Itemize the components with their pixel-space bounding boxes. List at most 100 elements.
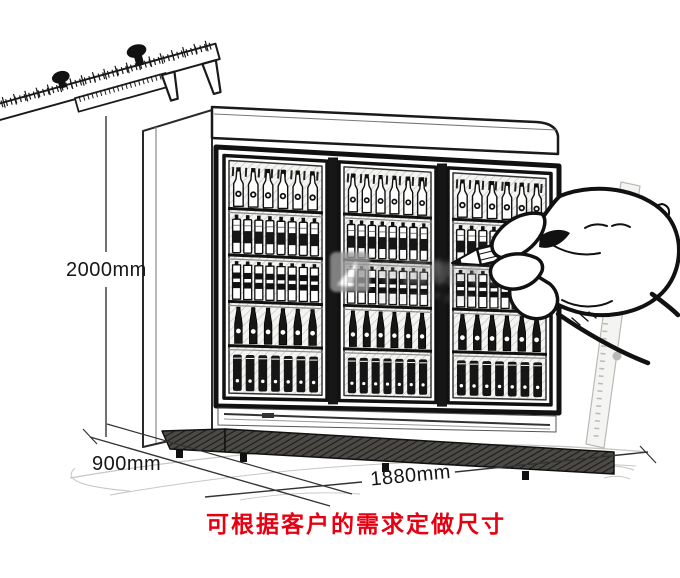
bottle-can — [283, 355, 293, 392]
shelf-line — [342, 347, 433, 353]
bottle-pet — [357, 220, 366, 259]
shelf-line — [227, 253, 324, 261]
bottle-glass — [471, 180, 483, 219]
shelf-edge — [227, 304, 324, 310]
bottle-zig — [409, 268, 418, 306]
bottle-can — [482, 361, 492, 397]
depth-dimension-label: 900mm — [92, 453, 161, 475]
bottle-glass — [486, 181, 498, 220]
bottle-can — [347, 357, 357, 394]
bottle-can — [520, 362, 530, 397]
bottle-zig — [478, 270, 488, 309]
hand — [488, 186, 680, 366]
bottle-cola — [278, 308, 288, 345]
shelf-line — [227, 206, 324, 215]
bottle-can — [395, 358, 404, 395]
bottle-zig — [298, 263, 308, 303]
kick-rail — [217, 407, 557, 433]
bottle-can — [258, 355, 268, 392]
bottle-can — [271, 355, 280, 392]
bottle-cola — [487, 315, 497, 351]
bottle-pet — [287, 217, 297, 256]
bottle-pet — [231, 214, 242, 254]
customization-note: 可根据客户的需求定做尺寸 — [206, 511, 506, 537]
bottle-cola — [473, 314, 482, 351]
bottle-pet — [398, 222, 408, 261]
bottle-glass — [389, 175, 400, 215]
bottle-cola — [348, 310, 357, 347]
caliper-illustration — [0, 39, 222, 124]
bottle-glass — [247, 168, 259, 208]
bottle-pet — [243, 215, 253, 254]
bottle-can — [383, 358, 392, 394]
shelf-line — [227, 299, 324, 307]
bottle-glass — [347, 173, 359, 213]
watermark-text-line2: www.*****.com — [375, 290, 474, 305]
bottle-cola — [502, 315, 512, 352]
shelf-edge — [342, 308, 433, 313]
bottle-zig — [377, 266, 387, 305]
bottle-glass — [361, 174, 372, 214]
pack-tops-row — [455, 179, 544, 194]
bottle-glass — [456, 179, 468, 218]
dimension-annotations — [82, 116, 657, 507]
bottle-cola — [376, 311, 385, 348]
shelf-edge — [451, 355, 548, 359]
bottle-can — [309, 356, 319, 393]
shelf-edge — [342, 217, 433, 223]
height-dimension-label: 2000mm — [66, 259, 147, 281]
bottle-glass — [232, 167, 244, 208]
bottle-zig — [309, 264, 320, 303]
bottle-pet — [276, 216, 286, 256]
pack-tops-row — [231, 167, 320, 181]
bottle-cola — [458, 314, 467, 350]
bottle-can — [495, 361, 504, 397]
bottle-can — [507, 361, 517, 397]
bottle-zig — [243, 261, 253, 301]
bottle-pet — [309, 218, 320, 257]
shelf-edge — [342, 352, 433, 356]
bottle-zig — [398, 267, 408, 306]
bottle-glass — [416, 177, 428, 216]
bottle-zig — [231, 261, 242, 300]
bottle-cola — [362, 311, 371, 348]
bottle-zig — [287, 263, 297, 302]
bottle-can — [232, 354, 242, 391]
bottle-glass — [375, 175, 386, 214]
bottle-cola — [404, 312, 413, 349]
bottle-glass — [277, 169, 289, 210]
bottle-can — [371, 358, 380, 394]
bottle-can — [407, 359, 416, 395]
bottle-pet — [388, 221, 398, 260]
bottle-pet — [346, 220, 356, 259]
bottle-zig — [388, 267, 398, 306]
bottle-glass — [307, 171, 319, 211]
hand-with-pencil-illustration — [451, 186, 680, 366]
bottle-glass — [403, 176, 414, 216]
bottle-cola — [390, 311, 399, 349]
bottle-glass — [262, 168, 274, 209]
bottle-pet — [367, 220, 377, 259]
bottle-zig — [254, 261, 264, 301]
bottle-zig — [419, 268, 429, 307]
pack-tops-row — [346, 173, 429, 187]
bottle-can — [469, 360, 479, 396]
bottle-cola — [249, 307, 258, 345]
shelf-line — [342, 303, 433, 310]
bottle-cola — [234, 306, 243, 344]
shelf-line — [227, 344, 324, 350]
shelf-line — [451, 350, 548, 356]
bottle-can — [456, 360, 466, 396]
bottle-can — [418, 359, 428, 395]
bottle-zig — [467, 270, 477, 308]
shelf-edge — [227, 211, 324, 218]
shelf-line — [342, 212, 433, 220]
bottle-cola — [418, 312, 427, 349]
bottle-zig — [455, 270, 466, 308]
bottle-can — [245, 354, 255, 392]
bottle-glass — [292, 170, 304, 210]
bottle-cola — [293, 308, 302, 346]
bottle-cola — [263, 307, 273, 345]
bottle-cola — [517, 316, 526, 352]
cabinet-plinth — [161, 428, 615, 480]
